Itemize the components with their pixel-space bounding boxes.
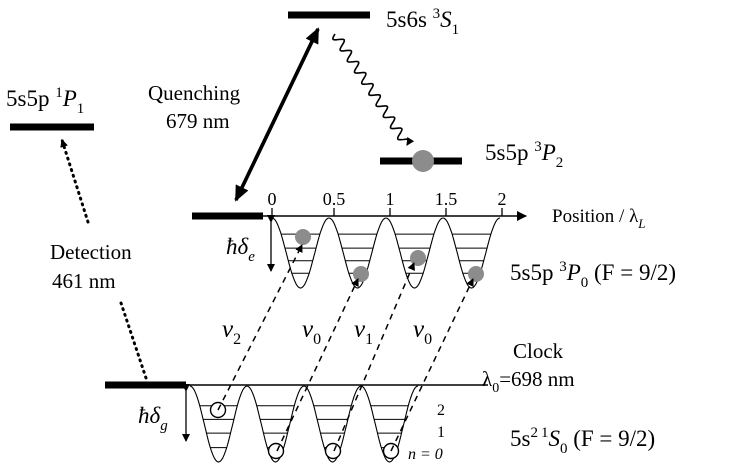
excited-atom — [468, 266, 484, 282]
detection-wavelength: 461 nm — [52, 269, 116, 293]
atom-3P2 — [412, 150, 434, 172]
clock-arrow-nu0-a — [276, 278, 359, 452]
label-3P0: 5s5p 3P0 (F = 9/2) — [510, 259, 676, 291]
label-1P1: 5s5p 1P1 — [6, 85, 84, 117]
nu0-label-b: ν0 — [413, 316, 432, 348]
clock-arrow-nu2 — [217, 244, 303, 411]
ground-well — [246, 385, 305, 463]
ground-well — [360, 385, 419, 463]
vib-level-1: 1 — [437, 424, 445, 441]
delta-g-label: ħδg — [138, 403, 168, 434]
excited-well — [442, 217, 501, 289]
nu2-label: ν2 — [222, 316, 241, 348]
ground-well — [189, 385, 248, 463]
ground-well — [303, 385, 362, 463]
detection-arrow — [60, 138, 90, 224]
position-axis-label: Position / λL — [552, 206, 646, 231]
decay-wavy-arrow — [332, 33, 415, 146]
excited-well — [328, 217, 387, 289]
nu1-label: ν1 — [354, 316, 373, 348]
quenching-wavelength: 679 nm — [166, 109, 230, 133]
clock-arrow-nu0-b — [390, 278, 474, 452]
vib-level-2: 2 — [437, 402, 445, 419]
axis-tick-label: 2 — [498, 189, 507, 209]
position-axis-ticks: 0 0.5 1 1.5 2 — [268, 189, 507, 216]
quenching-arrow-down — [234, 28, 320, 202]
nu0-label-a: ν0 — [302, 316, 321, 348]
excited-well — [271, 217, 330, 289]
detection-line-lower — [119, 301, 148, 380]
detection-label: Detection — [50, 240, 132, 264]
axis-tick-label: 0.5 — [323, 189, 346, 209]
ground-atom — [267, 442, 285, 460]
axis-tick-label: 0 — [268, 189, 277, 209]
lattice-excited — [271, 217, 501, 289]
clock-arrow-nu1 — [333, 262, 415, 452]
clock-wavelength: λ0=698 nm — [482, 367, 575, 396]
quenching-label: Quenching — [148, 81, 241, 105]
clock-label: Clock — [513, 339, 564, 363]
delta-e-label: ħδe — [226, 234, 255, 265]
vib-level-0: n = 0 — [408, 446, 443, 463]
excited-atom — [295, 229, 311, 245]
clock-transitions — [217, 244, 474, 452]
excited-well — [385, 217, 444, 289]
axis-tick-label: 1 — [386, 189, 395, 209]
axis-tick-label: 1.5 — [435, 189, 458, 209]
ground-atom — [324, 442, 342, 460]
label-3P2: 5s5p 3P2 — [485, 139, 563, 171]
label-3S1: 5s6s 3S1 — [386, 6, 459, 38]
excited-atom — [410, 250, 426, 266]
excited-atom — [353, 266, 369, 282]
